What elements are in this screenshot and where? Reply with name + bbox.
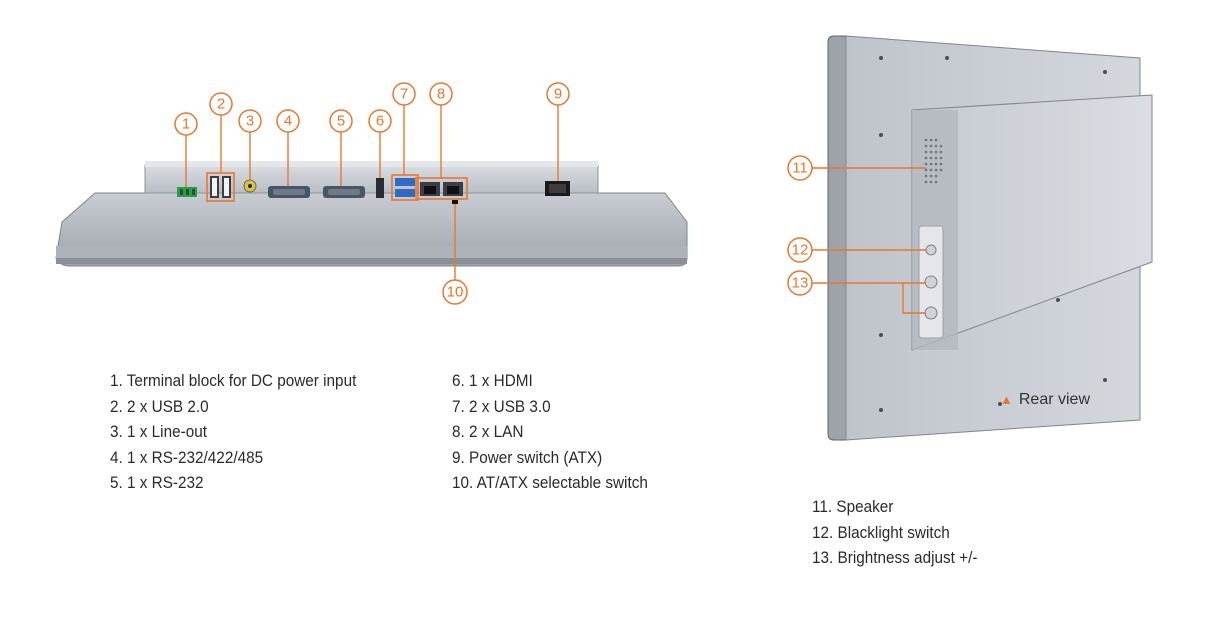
svg-text:6: 6 (376, 113, 384, 130)
brightness-up-icon (924, 275, 938, 289)
usb2-ports-icon (210, 176, 231, 198)
svg-text:9: 9 (554, 86, 562, 103)
serial-port-1-icon (268, 186, 310, 198)
callout-4: 4 (276, 109, 300, 133)
legend-left: 1. Terminal block for DC power input 2. … (110, 368, 356, 496)
svg-text:11: 11 (792, 160, 808, 177)
callout-6: 6 (368, 109, 392, 133)
rear-view (812, 35, 1153, 441)
svg-text:8: 8 (437, 86, 445, 103)
callout-10: 10 (442, 279, 468, 305)
callout-12: 12 (787, 237, 813, 263)
legend-item: 11. Speaker (812, 497, 894, 516)
svg-text:3: 3 (246, 113, 254, 130)
legend-middle: 6. 1 x HDMI 7. 2 x USB 3.0 8. 2 x LAN 9.… (452, 368, 648, 496)
bottom-view (55, 105, 688, 280)
legend-item: 1. Terminal block for DC power input (110, 371, 357, 390)
legend-item: 10. AT/ATX selectable switch (452, 473, 648, 492)
line-out-jack-icon (243, 179, 257, 193)
rear-bezel-edge (827, 35, 847, 441)
svg-text:5: 5 (337, 113, 345, 130)
svg-text:13: 13 (792, 275, 809, 292)
legend-item: 8. 2 x LAN (452, 422, 524, 441)
callout-3: 3 (238, 109, 262, 133)
legend-right: 11. Speaker 12. Blacklight switch 13. Br… (812, 494, 977, 571)
serial-port-2-icon (323, 186, 365, 198)
callout-2: 2 (209, 92, 233, 116)
callout-8: 8 (429, 82, 453, 106)
highlight-usb3 (391, 174, 419, 201)
svg-text:7: 7 (400, 86, 408, 103)
legend-item: 3. 1 x Line-out (110, 422, 207, 441)
svg-text:1: 1 (182, 116, 190, 133)
callout-1: 1 (174, 112, 198, 136)
svg-text:4: 4 (284, 113, 292, 130)
callout-13: 13 (787, 270, 813, 296)
legend-item: 7. 2 x USB 3.0 (452, 396, 551, 416)
legend-item: 2. 2 x USB 2.0 (110, 396, 209, 416)
screw-holes (879, 56, 1107, 412)
bezel-lip (56, 246, 687, 260)
triangle-icon: ▲ (1000, 392, 1013, 407)
legend-item: 12. Blacklight switch (812, 522, 950, 542)
svg-text:2: 2 (217, 96, 225, 113)
svg-text:10: 10 (447, 284, 464, 301)
usb3-ports-icon (395, 178, 415, 197)
svg-text:12: 12 (792, 242, 809, 259)
at-atx-switch-icon (452, 200, 458, 204)
rear-view-caption: ▲ Rear view (1000, 391, 1090, 409)
legend-item: 4. 1 x RS-232/422/485 (110, 447, 264, 467)
lan-ports-icon (420, 182, 463, 196)
callout-11: 11 (787, 155, 813, 181)
callout-5: 5 (329, 109, 353, 133)
callout-markers: 1 2 3 4 5 6 7 8 9 10 11 12 13 (174, 82, 813, 305)
hdmi-port-icon (376, 178, 384, 198)
power-switch-icon (545, 181, 570, 196)
legend-item: 6. 1 x HDMI (452, 371, 533, 390)
rear-view-label: Rear view (1018, 391, 1091, 408)
backlight-switch-icon (925, 244, 937, 256)
terminal-block-icon (177, 187, 197, 197)
legend-item: 13. Brightness adjust +/- (812, 548, 978, 567)
brightness-down-icon (924, 306, 938, 320)
callout-9: 9 (546, 82, 570, 106)
legend-item: 5. 1 x RS-232 (110, 473, 204, 492)
legend-item: 9. Power switch (ATX) (452, 447, 603, 467)
callout-7: 7 (392, 82, 416, 106)
speaker-grille-icon (924, 138, 943, 184)
